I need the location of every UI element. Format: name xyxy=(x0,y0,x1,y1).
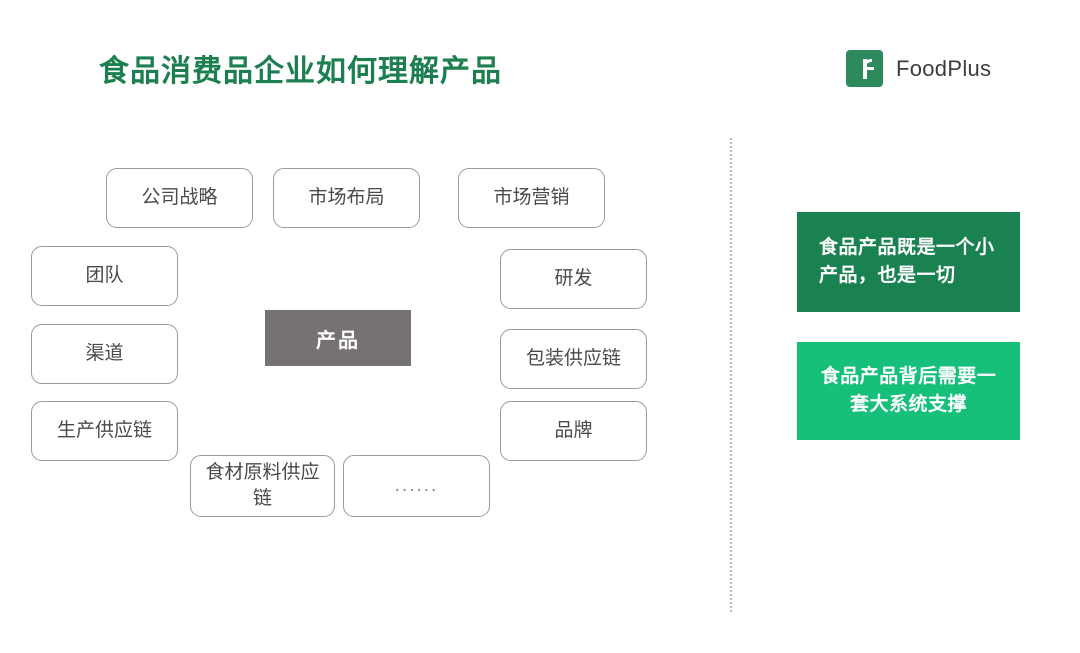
node-product-center: 产品 xyxy=(265,310,411,366)
node-packaging-supply: 包装供应链 xyxy=(500,329,647,389)
foodplus-f-logo-icon xyxy=(846,50,883,87)
node-market-layout: 市场布局 xyxy=(273,168,420,228)
node-production-supply: 生产供应链 xyxy=(31,401,178,461)
callout-product-is-everything: 食品产品既是一个小产品，也是一切 xyxy=(797,212,1020,312)
brand-name: FoodPlus xyxy=(896,55,992,81)
node-marketing: 市场营销 xyxy=(458,168,605,228)
node-team: 团队 xyxy=(31,246,178,306)
vertical-dotted-divider xyxy=(730,138,732,612)
callout-needs-big-system: 食品产品背后需要一套大系统支撑 xyxy=(797,342,1020,440)
node-channel: 渠道 xyxy=(31,324,178,384)
node-ellipsis: ...... xyxy=(343,455,490,517)
node-ingredient-supply: 食材原料供应链 xyxy=(190,455,335,517)
brand-logo: FoodPlus xyxy=(846,50,991,87)
node-brand: 品牌 xyxy=(500,401,647,461)
node-company-strategy: 公司战略 xyxy=(106,168,253,228)
page-title: 食品消费品企业如何理解产品 xyxy=(99,55,502,88)
node-rnd: 研发 xyxy=(500,249,647,309)
